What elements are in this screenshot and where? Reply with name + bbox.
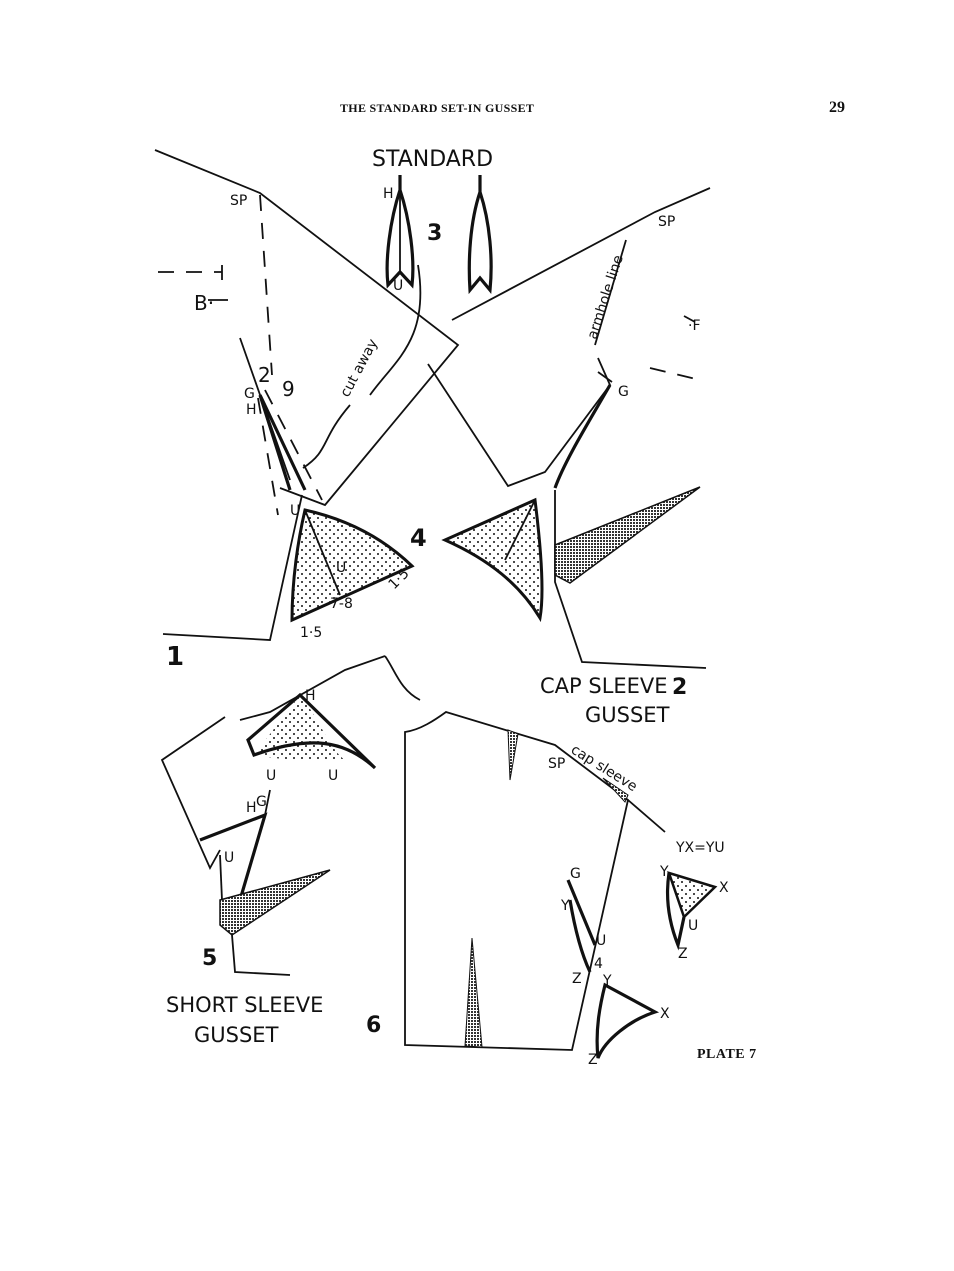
measure-1-5-left: 1·5	[300, 625, 322, 641]
label-sp: SP	[230, 193, 247, 209]
label-g-sleeve: G	[256, 794, 267, 810]
label-u-sleeve-left: U	[266, 768, 276, 784]
figure-2-front-bodice	[427, 187, 711, 669]
label-2: 2	[258, 363, 271, 387]
label-cut-away: cut away	[337, 336, 381, 399]
cap-sleeve-caption-1: CAP SLEEVE	[540, 674, 668, 698]
label-g-front: G	[618, 384, 629, 400]
label-x-gusset: X	[660, 1006, 670, 1022]
label-y-gusset: Y	[602, 973, 612, 989]
label-h-sleeve-top: H	[305, 688, 316, 704]
label-u-small: U	[688, 918, 698, 934]
label-u-standard: U	[393, 278, 403, 294]
figure-6-cap-sleeve-bodice	[404, 711, 718, 1059]
measure-7-8: 7-8	[330, 596, 353, 612]
label-cap-sleeve: cap sleeve	[568, 742, 640, 795]
label-u-sleeve: U	[224, 850, 234, 866]
label-z-small: Z	[678, 946, 688, 962]
label-armhole-line: armhole line	[585, 253, 627, 341]
cap-sleeve-caption-2: GUSSET	[585, 703, 670, 727]
label-u-gusset: U	[336, 560, 346, 576]
figure-2-number: 2	[672, 675, 687, 700]
label-x-small: X	[719, 880, 729, 896]
figure-4-number: 4	[410, 524, 427, 552]
formula-yx-yu: YX=YU	[675, 840, 725, 856]
plate-label: PLATE 7	[697, 1047, 757, 1062]
label-g-6: G	[570, 866, 581, 882]
figure-5-number: 5	[202, 946, 217, 971]
label-z-6: Z	[572, 971, 582, 987]
label-h-standard: H	[383, 186, 394, 202]
figure-1-number: 1	[166, 642, 184, 672]
standard-title: STANDARD	[372, 147, 493, 172]
label-g: G	[244, 386, 255, 402]
page-number: 29	[829, 99, 845, 116]
figure-3-standard-gussets	[385, 175, 493, 295]
label-u-6: U	[596, 933, 606, 949]
label-b: B·	[194, 291, 214, 315]
label-y-6: Y	[560, 898, 570, 914]
figure-5-short-sleeve	[160, 655, 421, 976]
label-sp-cap: SP	[548, 756, 565, 772]
running-header: THE STANDARD SET-IN GUSSET	[340, 101, 535, 115]
label-u: U	[290, 503, 300, 519]
short-sleeve-caption-2: GUSSET	[194, 1023, 279, 1047]
label-u-sleeve-right: U	[328, 768, 338, 784]
figure-4-gussets	[290, 497, 544, 623]
figure-1-back-bodice	[154, 149, 460, 641]
label-z-gusset: Z	[588, 1052, 598, 1068]
short-sleeve-caption-1: SHORT SLEEVE	[166, 993, 323, 1017]
label-4-6: 4	[594, 956, 603, 972]
label-h-sleeve: H	[246, 800, 257, 816]
figure-6-number: 6	[366, 1013, 381, 1038]
figure-3-number: 3	[427, 221, 442, 246]
label-y-small: Y	[659, 864, 669, 880]
label-h: H	[246, 402, 257, 418]
label-sp-front: SP	[658, 214, 675, 230]
label-9: 9	[282, 377, 295, 401]
label-f: ·F	[688, 318, 701, 334]
